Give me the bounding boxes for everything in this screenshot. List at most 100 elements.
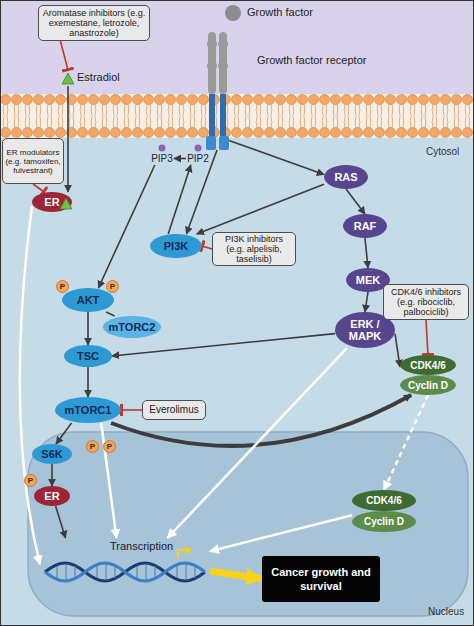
node-text: ER modulators (e.g. tamoxifen, fulvestra…: [4, 148, 62, 175]
ligand-circle: Growth factor: [225, 5, 241, 21]
cdk-complex: CDK4/6Cyclin D: [352, 490, 416, 532]
complex-ellipse: TSC: [64, 345, 112, 367]
extracellular-space: [0, 0, 474, 94]
receptor-shape: [206, 32, 229, 150]
pathway-arrow: [186, 150, 217, 234]
inhibition-line: [33, 184, 44, 192]
kinase-ellipse: AKT: [62, 288, 114, 312]
pathway-arrow: [210, 515, 352, 551]
kinase-ellipse: S6K: [32, 444, 72, 464]
phosphate-circle: P: [103, 440, 116, 453]
pathway-arrow: [98, 165, 154, 288]
inhibition-line: [202, 246, 212, 249]
pathway-arrow: [101, 423, 116, 538]
pathway-arrow: [67, 86, 69, 192]
node-text: CDK4/6: [352, 490, 416, 511]
receptor-ellipse: ER: [32, 192, 72, 212]
pathway-arrow: [210, 571, 262, 579]
inhibitor-box: Everolimus: [142, 400, 206, 420]
node-text: PI3K inhibitors (e.g. alpelisib, taselis…: [216, 234, 292, 264]
pathway-arrow: [56, 423, 72, 444]
pathway-arrow: [365, 238, 368, 268]
node-text: PIP2: [187, 153, 209, 164]
receptor-node: Growth factor receptor: [205, 30, 229, 150]
node-text: Everolimus: [149, 405, 198, 415]
inhibitor-box: CDK4/6 inhibitors (e.g. ribociclib, palb…: [383, 284, 469, 320]
pathway-arrow: [168, 348, 348, 538]
lipid-label: PIP2: [186, 152, 210, 165]
pathway-arrow: [197, 184, 324, 234]
node-text: MEK: [356, 274, 380, 286]
pathway-arrow: [106, 312, 114, 316]
transcription-node: Transcription: [40, 538, 210, 582]
start-arrow: [178, 550, 186, 558]
node-text: RAF: [354, 220, 377, 232]
phosphate-circle: P: [56, 280, 69, 293]
kinase-ellipse: RAF: [343, 214, 387, 238]
node-text: CDK4/6 inhibitors (e.g. ribociclib, palb…: [387, 287, 465, 317]
inhibitor-box: Aromatase inhibitors (e.g. exemestane, l…: [38, 5, 150, 41]
complex-ellipse: mTORC2: [103, 316, 161, 338]
nucleus-shape: [28, 432, 468, 616]
node-text: S6K: [41, 448, 62, 460]
inhibition-line: [121, 409, 142, 411]
pathway-arrow: [56, 506, 66, 538]
node-text: Aromatase inhibitors (e.g. exemestane, l…: [42, 8, 146, 38]
inhibition-line: [60, 41, 68, 70]
pathway-arrow: [51, 464, 53, 486]
kinase-ellipse: RAS: [324, 165, 368, 189]
hormone-label: Estradiol: [62, 70, 122, 86]
phosphate-circle: P: [106, 280, 119, 293]
pathway-arrow: [20, 206, 40, 564]
node-text: Cyclin D: [400, 375, 456, 395]
estradiol-triangle: [62, 73, 74, 84]
node-text: Growth factor receptor: [257, 54, 366, 66]
phosphate-dot: [159, 145, 166, 152]
complex-ellipse: mTORC1: [55, 397, 121, 423]
node-text: Cancer growth and survival: [266, 565, 376, 593]
region-label: Nucleus: [428, 606, 464, 617]
pathway-arrow: [384, 395, 428, 490]
pathway-arrow: [395, 334, 400, 367]
node-text: ERK / MAPK: [343, 318, 387, 342]
pathway-arrow: [168, 165, 191, 234]
membrane-core: [0, 94, 474, 138]
node-text: TSC: [77, 350, 99, 362]
cytosol-space: [0, 138, 474, 626]
pathway-arrow: [87, 367, 89, 397]
node-text: mTORC2: [109, 321, 156, 333]
node-text: CDK4/6: [400, 355, 456, 375]
node-text: Growth factor: [247, 6, 313, 18]
phosphate-circle: P: [24, 474, 37, 487]
node-text: Estradiol: [77, 71, 120, 83]
node-text: ER: [44, 196, 59, 208]
node-text: Cyclin D: [352, 511, 416, 532]
lipid-label: PIP3: [150, 152, 174, 165]
inhibitor-box: ER modulators (e.g. tamoxifen, fulvestra…: [2, 138, 64, 184]
node-text: PI3K: [164, 240, 188, 252]
region-label: Cytosol: [426, 146, 459, 157]
lipid-bilayer: [0, 94, 474, 138]
dna-helix: [45, 563, 205, 581]
node-text: Transcription: [110, 540, 173, 552]
receptor-ellipse: ER: [34, 486, 70, 506]
node-text: mTORC1: [65, 404, 112, 416]
node-text: ER: [44, 490, 59, 502]
cdk-complex: CDK4/6Cyclin D: [400, 355, 456, 395]
pathway-arrow: [346, 189, 365, 214]
inhibitor-box: PI3K inhibitors (e.g. alpelisib, taselis…: [212, 232, 296, 266]
pathway-arrow: [174, 158, 186, 160]
pathway-arrow: [229, 140, 324, 174]
start-arrowhead: [186, 546, 192, 554]
node-text: RAS: [334, 171, 357, 183]
inhibition-line: [426, 320, 428, 355]
outcome-box: Cancer growth and survival: [262, 556, 380, 602]
kinase-ellipse: PI3K: [150, 234, 202, 258]
phosphate-dot: [195, 145, 202, 152]
pathway-arrow: [112, 334, 335, 356]
node-text: PIP3: [151, 153, 173, 164]
node-text: AKT: [77, 294, 100, 306]
pathway-arrow: [87, 312, 89, 345]
